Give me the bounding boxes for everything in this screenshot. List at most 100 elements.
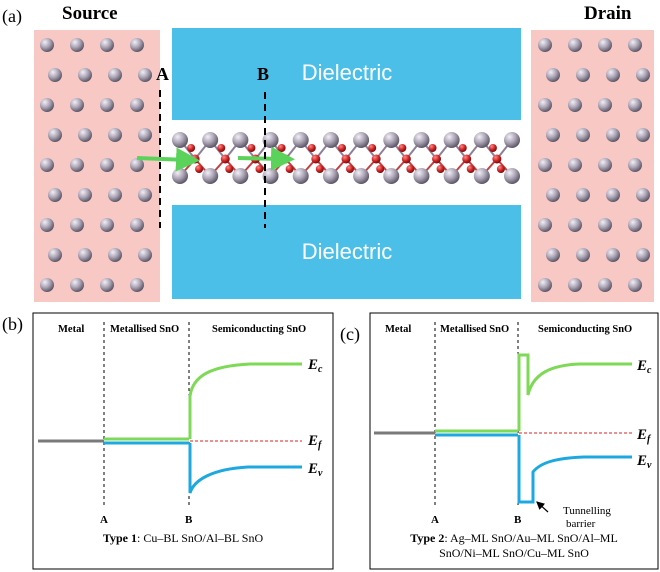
contact-atom <box>70 158 84 172</box>
panel-b: (b) Metal Metallised SnO Semiconducting … <box>2 312 334 570</box>
contact-atom <box>138 248 152 262</box>
tin-atom <box>292 168 309 184</box>
panel-c-marker-a: A <box>431 514 439 526</box>
contact-atom <box>78 248 92 262</box>
tin-atom <box>232 132 249 148</box>
oxygen-atom <box>458 144 467 152</box>
oxygen-atom <box>462 154 472 164</box>
contact-atom <box>138 68 152 82</box>
panel-c-marker-b: B <box>514 514 522 526</box>
panel-c-caption-line-2: SnO/Ni–ML SnO/Cu–ML SnO <box>439 546 589 560</box>
oxygen-atom <box>346 165 354 173</box>
contact-atom <box>628 218 642 232</box>
contact-atom <box>100 158 114 172</box>
contact-atom <box>568 98 582 112</box>
contact-atom <box>538 158 552 172</box>
oxygen-atom <box>195 165 204 173</box>
contact-atom <box>100 98 114 112</box>
contact-atom <box>108 248 122 262</box>
oxygen-atom <box>368 144 377 152</box>
contact-atom <box>546 248 560 262</box>
contact-atom <box>40 38 54 52</box>
contact-atom <box>78 188 92 202</box>
sno-chain-atoms <box>172 132 520 184</box>
tin-atom <box>383 168 400 184</box>
panel-c: (c) Metal Metallised SnO Semiconducting … <box>340 312 659 570</box>
dielectric-top <box>172 28 521 120</box>
contact-atom <box>40 98 54 112</box>
oxygen-atom <box>217 144 226 152</box>
contact-atom <box>628 38 642 52</box>
contact-atom <box>598 218 612 232</box>
dielectric-top-label: Dielectric <box>302 60 392 85</box>
contact-atom <box>546 68 560 82</box>
drain-label: Drain <box>584 3 632 24</box>
panel-c-label: (c) <box>340 324 360 345</box>
panel-b-frame <box>32 312 334 570</box>
drain-atoms <box>538 38 650 292</box>
tin-atom <box>443 168 460 184</box>
oxygen-atom <box>436 165 445 173</box>
contact-atom <box>568 218 582 232</box>
panel-c-caption-line-1: Type 2: Ag–ML SnO/Au–ML SnO/Al–ML <box>410 531 618 545</box>
tin-atom <box>172 132 188 148</box>
oxygen-atom <box>428 144 437 152</box>
dielectric-bottom <box>172 205 521 299</box>
contact-atom <box>108 128 122 142</box>
oxygen-atom <box>496 165 505 173</box>
panel-c-region-metallised: Metallised SnO <box>440 324 509 335</box>
contact-atom <box>78 128 92 142</box>
tin-atom <box>413 132 430 148</box>
contact-atom <box>628 158 642 172</box>
transport-arrow-2 <box>237 146 295 171</box>
contact-atom <box>576 188 590 202</box>
oxygen-atom <box>406 165 415 173</box>
cut-label-b: B <box>257 64 269 84</box>
tunnelling-label-1: Tunnelling <box>563 505 611 517</box>
tin-atom <box>172 168 188 184</box>
contact-atom <box>538 38 552 52</box>
contact-atom <box>130 38 144 52</box>
panel-b-marker-b: B <box>185 514 193 526</box>
contact-atom <box>568 38 582 52</box>
tin-atom <box>322 132 339 148</box>
oxygen-atom <box>190 154 200 164</box>
panel-b-marker-a: A <box>100 514 108 526</box>
tin-atom <box>202 168 219 184</box>
panel-b-ev-label: Ev <box>307 461 323 479</box>
contact-atom <box>108 188 122 202</box>
tunnelling-label-2: barrier <box>566 518 596 530</box>
tunnelling-arrow <box>536 501 549 513</box>
contact-atom <box>628 98 642 112</box>
contact-atom <box>538 218 552 232</box>
oxygen-atom <box>307 144 316 152</box>
oxygen-atom <box>401 154 411 164</box>
contact-atom <box>636 128 650 142</box>
oxygen-atom <box>492 154 502 164</box>
contact-atom <box>598 278 612 292</box>
contact-atom <box>100 278 114 292</box>
oxygen-atom <box>255 165 264 173</box>
tin-atom <box>292 132 309 148</box>
contact-atom <box>70 98 84 112</box>
contact-atom <box>48 188 62 202</box>
source-atoms <box>40 38 152 292</box>
contact-atom <box>100 218 114 232</box>
oxygen-atom <box>220 154 230 164</box>
panel-c-ev-label: Ev <box>636 453 652 471</box>
tin-atom <box>262 132 279 148</box>
contact-atom <box>40 218 54 232</box>
contact-atom <box>138 188 152 202</box>
tin-atom <box>473 168 490 184</box>
tin-atom <box>413 168 430 184</box>
panel-b-ef-label: Ef <box>307 433 323 451</box>
tin-atom <box>202 132 219 148</box>
panel-c-conduction-band <box>517 353 632 431</box>
oxygen-atom <box>488 144 497 152</box>
contact-atom <box>108 68 122 82</box>
panel-b-label: (b) <box>2 314 23 335</box>
tin-atom <box>353 132 370 148</box>
oxygen-atom <box>341 154 351 164</box>
source-label: Source <box>62 3 118 24</box>
